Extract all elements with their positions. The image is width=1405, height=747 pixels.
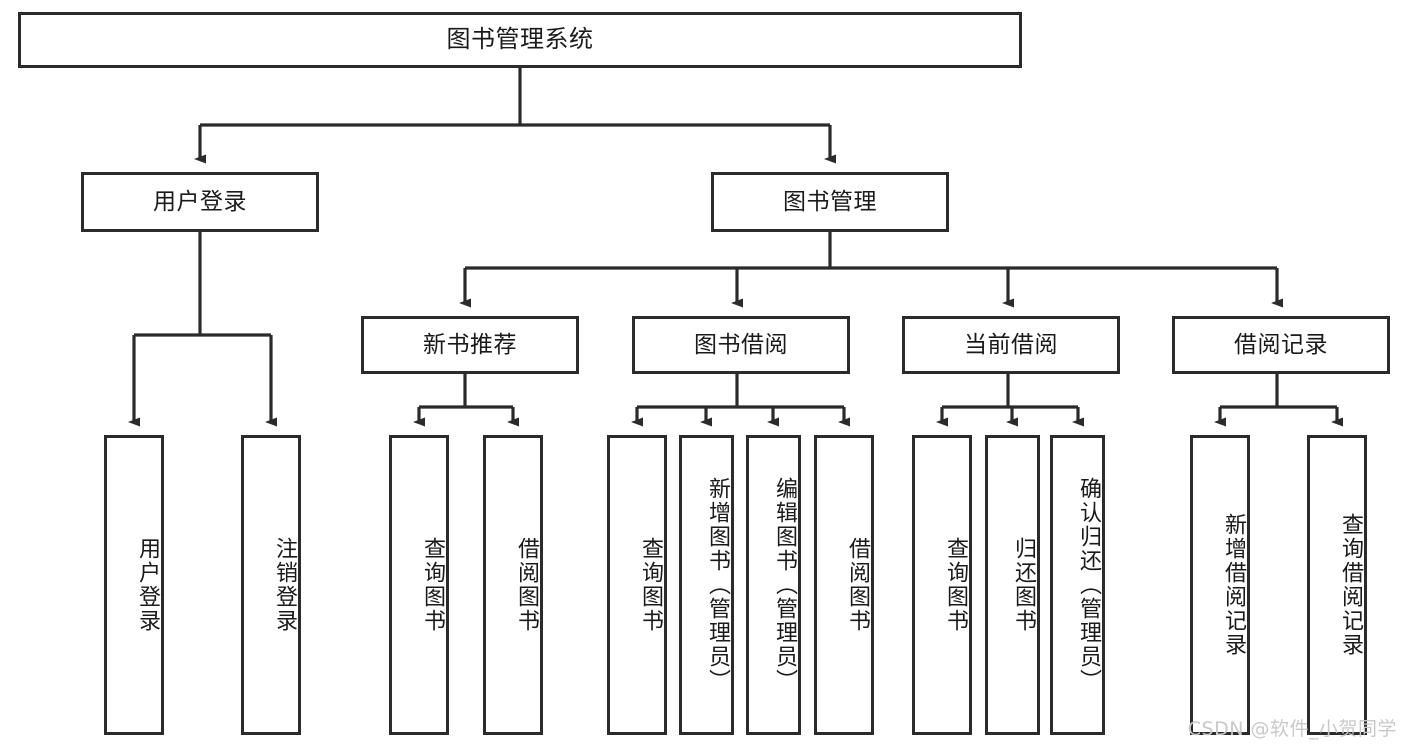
leaf-rec-borrow-book[interactable]: 借阅图书 xyxy=(483,435,543,735)
leaf-record-add[interactable]: 新增借阅记录 xyxy=(1190,435,1250,735)
leaf-current-confirm-return[interactable]: 确认归还（管理员） xyxy=(1050,435,1105,735)
leaf-user-login[interactable]: 用户登录 xyxy=(104,435,164,735)
leaf-borrow-lend-book[interactable]: 借阅图书 xyxy=(814,435,874,735)
node-root[interactable]: 图书管理系统 xyxy=(18,12,1022,68)
watermark-text: CSDN @软件_小贺同学 xyxy=(1187,718,1397,740)
leaf-record-add-label: 新增借阅记录 xyxy=(1221,513,1246,657)
node-current-borrow[interactable]: 当前借阅 xyxy=(902,316,1120,374)
node-user-login[interactable]: 用户登录 xyxy=(81,172,319,232)
node-root-label: 图书管理系统 xyxy=(446,25,594,54)
leaf-rec-query-book-label: 查询图书 xyxy=(420,537,445,633)
node-book-borrow-label: 图书借阅 xyxy=(694,331,788,358)
leaf-current-return-book-label: 归还图书 xyxy=(1011,537,1036,633)
leaf-borrow-lend-book-label: 借阅图书 xyxy=(845,537,870,633)
leaf-borrow-query-book[interactable]: 查询图书 xyxy=(607,435,667,735)
leaf-rec-borrow-book-label: 借阅图书 xyxy=(514,537,539,633)
node-borrow-record[interactable]: 借阅记录 xyxy=(1172,316,1390,374)
leaf-current-return-book[interactable]: 归还图书 xyxy=(985,435,1040,735)
node-book-manage-label: 图书管理 xyxy=(783,188,877,215)
leaf-borrow-edit-book-label: 编辑图书（管理员） xyxy=(772,477,797,693)
node-book-borrow[interactable]: 图书借阅 xyxy=(632,316,850,374)
leaf-user-logout[interactable]: 注销登录 xyxy=(241,435,301,735)
node-user-login-label: 用户登录 xyxy=(153,188,247,215)
node-book-manage[interactable]: 图书管理 xyxy=(711,172,949,232)
leaf-borrow-query-book-label: 查询图书 xyxy=(638,537,663,633)
node-new-book-rec[interactable]: 新书推荐 xyxy=(361,316,579,374)
leaf-user-logout-label: 注销登录 xyxy=(272,537,297,633)
leaf-rec-query-book[interactable]: 查询图书 xyxy=(389,435,449,735)
node-borrow-record-label: 借阅记录 xyxy=(1234,331,1328,358)
leaf-borrow-add-book[interactable]: 新增图书（管理员） xyxy=(679,435,734,735)
node-current-borrow-label: 当前借阅 xyxy=(964,331,1058,358)
leaf-borrow-add-book-label: 新增图书（管理员） xyxy=(705,477,730,693)
leaf-borrow-edit-book[interactable]: 编辑图书（管理员） xyxy=(746,435,801,735)
leaf-current-confirm-return-label: 确认归还（管理员） xyxy=(1076,477,1101,693)
leaf-user-login-label: 用户登录 xyxy=(135,537,160,633)
leaf-current-query-book-label: 查询图书 xyxy=(943,537,968,633)
leaf-current-query-book[interactable]: 查询图书 xyxy=(912,435,972,735)
leaf-record-query-label: 查询借阅记录 xyxy=(1338,513,1363,657)
leaf-record-query[interactable]: 查询借阅记录 xyxy=(1307,435,1367,735)
node-new-book-rec-label: 新书推荐 xyxy=(423,331,517,358)
